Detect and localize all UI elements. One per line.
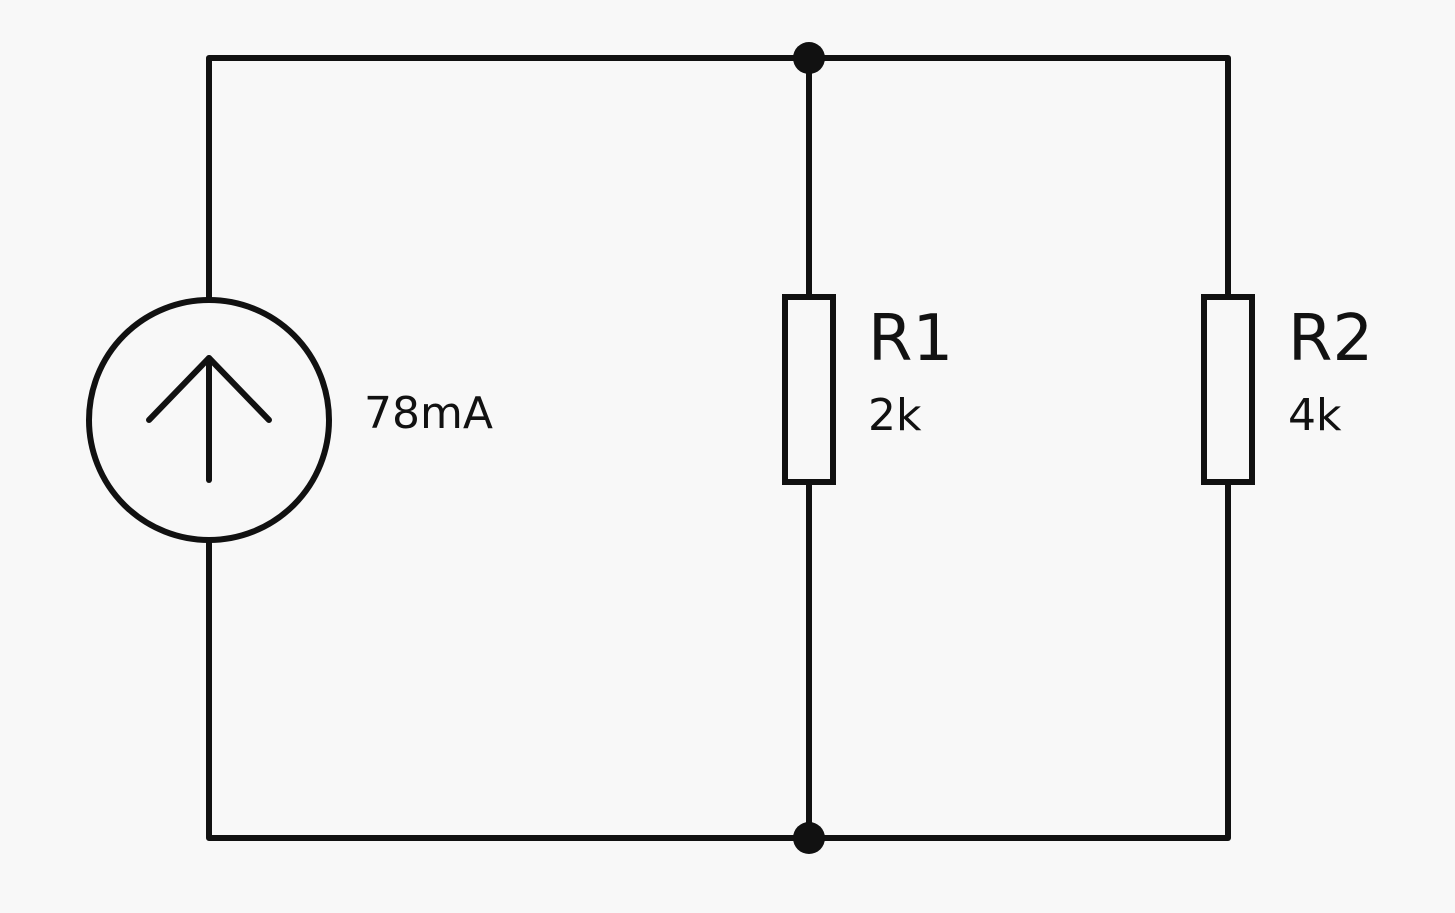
r1-value-label: 2k: [868, 390, 922, 441]
up-arrow-icon: [146, 355, 272, 483]
resistor-r2: [1201, 294, 1255, 485]
wires: [206, 55, 1231, 841]
r2-ref-label: R2: [1288, 302, 1373, 376]
r1-ref-label: R1: [868, 302, 953, 376]
top-wire: [206, 55, 1231, 303]
source-value-label: 78mA: [364, 388, 493, 439]
bottom-wire: [206, 479, 1231, 841]
r2-value-label: 4k: [1288, 390, 1342, 441]
junction-bottom: [793, 822, 825, 854]
junction-top: [793, 42, 825, 74]
resistor-r1: [782, 294, 836, 485]
current-source: [86, 297, 332, 543]
